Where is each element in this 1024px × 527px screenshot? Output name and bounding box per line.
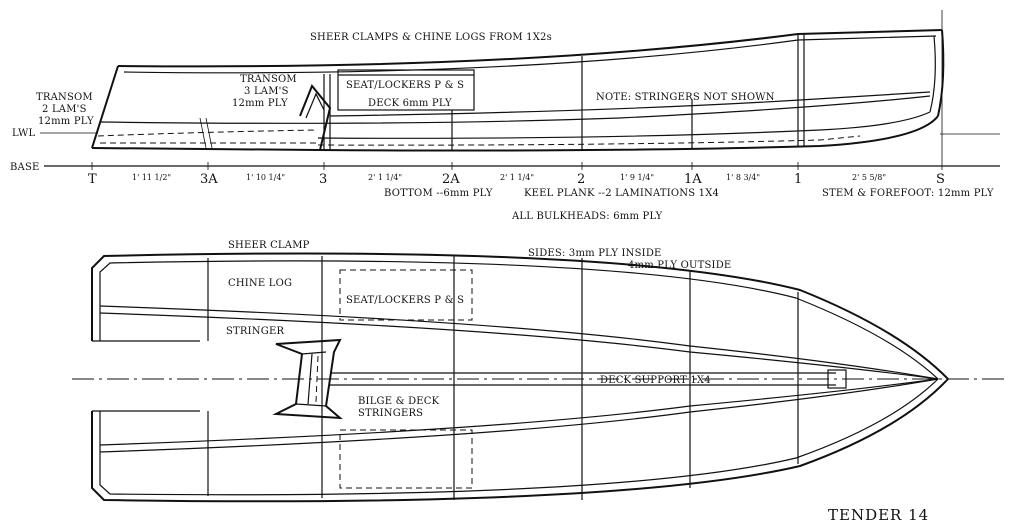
stem-outline [937,29,945,117]
transom-left-line2: 2 LAM'S [42,104,87,115]
sheer-clamp-label: SHEER CLAMP [228,240,310,251]
station-1A: 1A [684,172,702,187]
station-2A: 2A [442,172,460,187]
drawing-title: TENDER 14 [828,506,929,524]
spacing-3: 2' 1 1/4" [368,173,402,182]
deck-support-label: DECK SUPPORT 1X4 [600,375,711,386]
bottom-dashed-line [97,129,319,137]
chine-log-label: CHINE LOG [228,278,292,289]
plan-transom-dash [315,355,319,403]
hull-sheer-line [117,29,943,68]
spacing-1: 1' 11 1/2" [132,173,171,182]
spacing-5: 1' 9 1/4" [620,173,654,182]
profile-seat-label: SEAT/LOCKERS P & S [346,80,464,91]
inner-transom [299,84,332,151]
plan-seat-port [339,269,473,321]
keel-line [317,111,931,139]
chine-port-2 [99,312,939,380]
plan-inner-transom [272,338,343,420]
keel-label: KEEL PLANK --2 LAMINATIONS 1X4 [524,188,719,199]
keel-dashed-line [317,135,861,146]
station-S: S [936,172,945,187]
plan-hull-outer [91,252,950,503]
station-T: T [88,172,97,187]
plan-seat-stbd [339,429,473,489]
bilge-label-2: STRINGERS [358,408,423,419]
base-label: BASE [10,162,40,173]
transom-outline [91,65,119,149]
profile-heading: SHEER CLAMPS & CHINE LOGS FROM 1X2s [310,32,552,43]
frame-3a-b [205,117,213,149]
inner-transom-2 [305,92,325,119]
transom-inner-line2: 3 LAM'S [244,86,289,97]
plan-view: SHEER CLAMP SIDES: 3mm PLY INSIDE 4mm PL… [72,240,1006,503]
plan-inner-transom-detail [295,351,327,407]
stem-inner [929,35,936,113]
lwl-label: LWL [12,128,35,139]
bottom-label: BOTTOM --6mm PLY [384,188,493,199]
deck-label: DECK 6mm PLY [368,98,452,109]
chine-line [99,95,931,124]
spacing-6: 1' 8 3/4" [726,173,760,182]
bulkheads-note: ALL BULKHEADS: 6mm PLY [511,211,663,222]
transom-left-line3: 12mm PLY [38,116,94,127]
sides-label-2: 4mm PLY OUTSIDE [628,260,731,271]
spacing-4: 2' 1 1/4" [500,173,534,182]
deck-support-end [827,369,847,389]
chine-port [99,305,939,380]
frame-3a [199,117,207,149]
bilge-label-1: BILGE & DECK [358,396,440,407]
sides-label-1: SIDES: 3mm PLY INSIDE [528,248,662,259]
spacing-2: 1' 10 1/4" [246,173,285,182]
profile-view: SHEER CLAMPS & CHINE LOGS FROM 1X2s TRAN… [10,10,1000,199]
station-3: 3 [319,172,327,187]
hull-bottom-line [91,115,939,152]
transom-inner-line3: 12mm PLY [232,98,288,109]
station-3A: 3A [200,172,218,187]
seat-locker-box [337,69,475,111]
chine-stbd-2 [99,378,939,446]
station-ticks [91,10,943,170]
stringer-label: STRINGER [226,326,284,337]
hull-sheer-inner [123,35,937,74]
stem-label: STEM & FOREFOOT: 12mm PLY [822,188,994,199]
station-1: 1 [794,172,802,187]
spacing-7: 2' 5 5/8" [852,173,886,182]
transom-left-line1: TRANSOM [36,92,93,103]
station-2: 2 [577,172,585,187]
transom-inner-line1: TRANSOM [240,74,297,85]
plan-seat-label: SEAT/LOCKERS P & S [346,295,464,306]
stringers-note: NOTE: STRINGERS NOT SHOWN [596,92,775,103]
chine-stbd [99,378,939,453]
deck-line [329,91,931,117]
